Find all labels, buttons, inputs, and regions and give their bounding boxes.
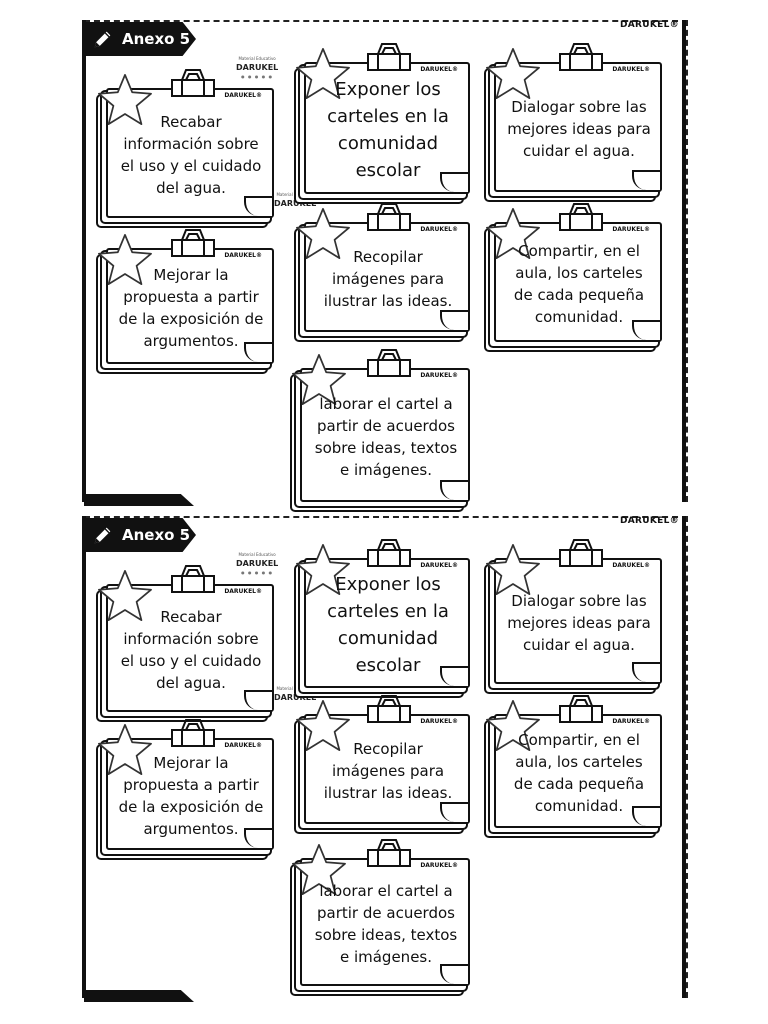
card-brand: DARUKEL®: [420, 66, 458, 73]
binder-clip-icon: [166, 66, 220, 98]
card-brand: DARUKEL®: [420, 372, 458, 379]
card-text: Exponer los carteles en la comunidad esc…: [327, 79, 449, 181]
pencil-icon: [92, 28, 114, 50]
binder-clip-icon: [362, 40, 416, 72]
next-anexo-tab: [84, 990, 194, 1002]
binder-clip-icon: [362, 200, 416, 232]
card-brand: DARUKEL®: [224, 742, 262, 749]
anexo-label: Anexo 5: [122, 526, 191, 544]
frame-right-rail: [682, 20, 686, 502]
activity-card: DARUKEL® laborar el cartel a partir de a…: [290, 338, 470, 510]
activity-card: DARUKEL® Dialogar sobre las mejores idea…: [484, 528, 662, 692]
binder-clip-icon: [362, 836, 416, 868]
card-brand: DARUKEL®: [612, 718, 650, 725]
brand-mark: DARUKEL®: [620, 20, 679, 30]
binder-clip-icon: [166, 226, 220, 258]
card-brand: DARUKEL®: [224, 588, 262, 595]
activity-card: DARUKEL® Dialogar sobre las mejores idea…: [484, 32, 662, 200]
card-brand: DARUKEL®: [420, 862, 458, 869]
activity-card: DARUKEL® Mejorar la propuesta a partir d…: [96, 218, 274, 372]
card-brand: DARUKEL®: [224, 92, 262, 99]
card-brand: DARUKEL®: [612, 226, 650, 233]
binder-clip-icon: [362, 536, 416, 568]
activity-card: DARUKEL® Exponer los carteles en la comu…: [294, 528, 470, 696]
card-text: Recabar información sobre el uso y el cu…: [120, 608, 262, 692]
card-text: Compartir, en el aula, los carteles de c…: [513, 731, 645, 815]
anexo-label: Anexo 5: [122, 30, 191, 48]
card-brand: DARUKEL®: [420, 718, 458, 725]
card-text: Dialogar sobre las mejores ideas para cu…: [507, 98, 651, 160]
binder-clip-icon: [554, 200, 608, 232]
activity-card: DARUKEL® Recopilar imágenes para ilustra…: [294, 192, 470, 340]
binder-clip-icon: [166, 562, 220, 594]
brand-mark: DARUKEL®: [620, 516, 679, 526]
card-text: Dialogar sobre las mejores ideas para cu…: [507, 592, 651, 654]
activity-card: DARUKEL® Recopilar imágenes para ilustra…: [294, 684, 470, 832]
binder-clip-icon: [554, 692, 608, 724]
card-text: Mejorar la propuesta a partir de la expo…: [118, 754, 264, 838]
binder-clip-icon: [362, 346, 416, 378]
card-brand: DARUKEL®: [224, 252, 262, 259]
card-text: Recopilar imágenes para ilustrar las ide…: [323, 740, 453, 802]
binder-clip-icon: [362, 692, 416, 724]
next-anexo-tab: [84, 494, 194, 506]
card-brand: DARUKEL®: [420, 562, 458, 569]
binder-clip-icon: [554, 40, 608, 72]
activity-card: DARUKEL® Mejorar la propuesta a partir d…: [96, 708, 274, 858]
card-brand: DARUKEL®: [612, 66, 650, 73]
activity-card: DARUKEL® laborar el cartel a partir de a…: [290, 828, 470, 994]
card-text: Recabar información sobre el uso y el cu…: [120, 113, 262, 197]
card-text: Compartir, en el aula, los carteles de c…: [513, 242, 645, 326]
activity-card: DARUKEL® Recabar información sobre el us…: [96, 58, 274, 226]
card-text: laborar el cartel a partir de acuerdos s…: [314, 882, 458, 966]
card-text: laborar el cartel a partir de acuerdos s…: [314, 395, 458, 479]
activity-card: DARUKEL® Compartir, en el aula, los cart…: [484, 684, 662, 836]
card-brand: DARUKEL®: [612, 562, 650, 569]
card-text: Exponer los carteles en la comunidad esc…: [327, 574, 449, 676]
binder-clip-icon: [554, 536, 608, 568]
anexo-tag: Anexo 5: [84, 518, 196, 552]
binder-clip-icon: [166, 716, 220, 748]
activity-card: DARUKEL® Exponer los carteles en la comu…: [294, 32, 470, 202]
frame-right-rail: [682, 516, 686, 998]
activity-card: DARUKEL® Recabar información sobre el us…: [96, 554, 274, 720]
card-text: Recopilar imágenes para ilustrar las ide…: [323, 248, 453, 310]
card-brand: DARUKEL®: [420, 226, 458, 233]
card-text: Mejorar la propuesta a partir de la expo…: [118, 266, 264, 350]
frame-left-rail: [82, 20, 86, 502]
anexo-tag: Anexo 5: [84, 22, 196, 56]
pencil-icon: [92, 524, 114, 546]
frame-left-rail: [82, 516, 86, 998]
activity-card: DARUKEL® Compartir, en el aula, los cart…: [484, 192, 662, 350]
